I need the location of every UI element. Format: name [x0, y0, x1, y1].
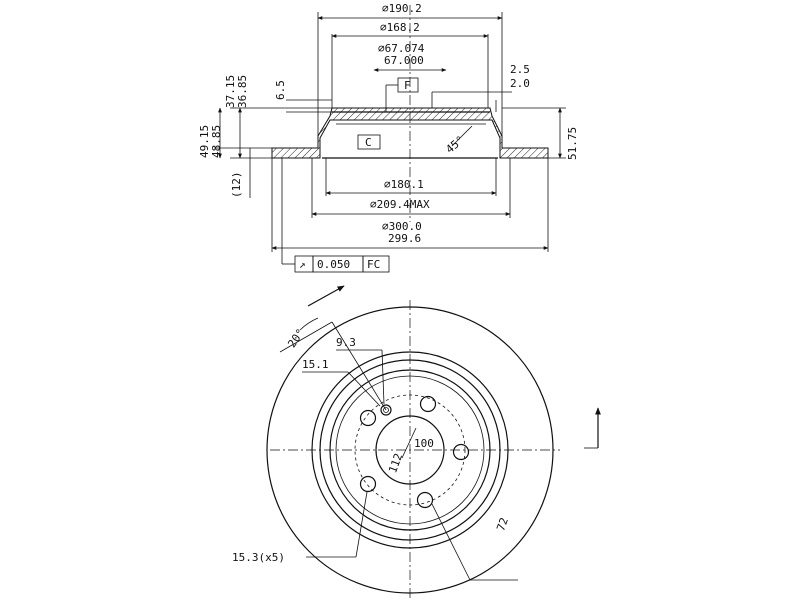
dim-v36: 36.85: [236, 75, 249, 108]
dim-v12: (12): [230, 172, 243, 199]
dim-d72: 72: [494, 516, 511, 533]
datum-f-label: F: [404, 79, 411, 92]
dim-d190: ∅190.2: [382, 2, 422, 15]
dim-v48: 48.85: [210, 125, 223, 158]
dim-v6: 6.5: [274, 80, 287, 100]
dim-d151: 15.1: [302, 358, 329, 371]
dim-d168: ∅168.2: [380, 21, 420, 34]
view-arrow-left: [307, 285, 345, 307]
bolt-hole: [359, 475, 377, 493]
datum-c-box: [357, 134, 381, 150]
dim-d67-lower: 67.000: [384, 54, 424, 67]
bolt-hole: [416, 491, 434, 509]
dim-d100: 100: [414, 437, 434, 450]
bolt-holes: [359, 395, 470, 509]
dim-d209: ∅209.4MAX: [370, 198, 430, 211]
dim-d180: ∅180.1: [384, 178, 424, 191]
friction-ring-inner: [311, 351, 509, 549]
dim-d93: 9.3: [336, 336, 356, 349]
tolerance-ref: FC: [367, 258, 380, 271]
dim-r20: 2.0: [510, 77, 530, 90]
locating-hole: [380, 404, 392, 416]
dim-v37: 37.15: [224, 75, 237, 108]
bolt-hole: [419, 395, 437, 413]
dim-angle: 45°: [443, 133, 467, 156]
dim-v49: 49.15: [198, 125, 211, 158]
runout-tolerance-frame: ↗ 0.050 FC: [281, 158, 390, 273]
tolerance-value: 0.050: [317, 258, 350, 271]
dim-v51: 51.75: [566, 127, 579, 160]
runout-icon: ↗: [299, 258, 306, 271]
dim-d300-upper: ∅300.0: [382, 220, 422, 233]
hat-outer: [329, 369, 491, 531]
dim-d112: 112: [386, 452, 405, 475]
outer-disc-edge: [266, 306, 554, 594]
center-bore: [375, 415, 445, 485]
dim-a20: 20°: [285, 326, 307, 350]
datum-c-label: C: [365, 136, 372, 149]
section-view: F C ∅190.2 ∅168.2 ∅67.074 67.000 2.5 2.0…: [198, 2, 579, 273]
bolt-hole: [359, 409, 377, 427]
dim-d300-lower: 299.6: [388, 232, 421, 245]
bolt-hole: [452, 443, 470, 461]
dim-d67-upper: ∅67.074: [378, 42, 425, 55]
dim-r25: 2.5: [510, 63, 530, 76]
face-view: 20° 9.3 15.1 100 112 72 15.3(x5): [232, 285, 601, 600]
bolt-pitch-circle: [354, 394, 466, 506]
dim-holes: 15.3(x5): [232, 551, 285, 564]
